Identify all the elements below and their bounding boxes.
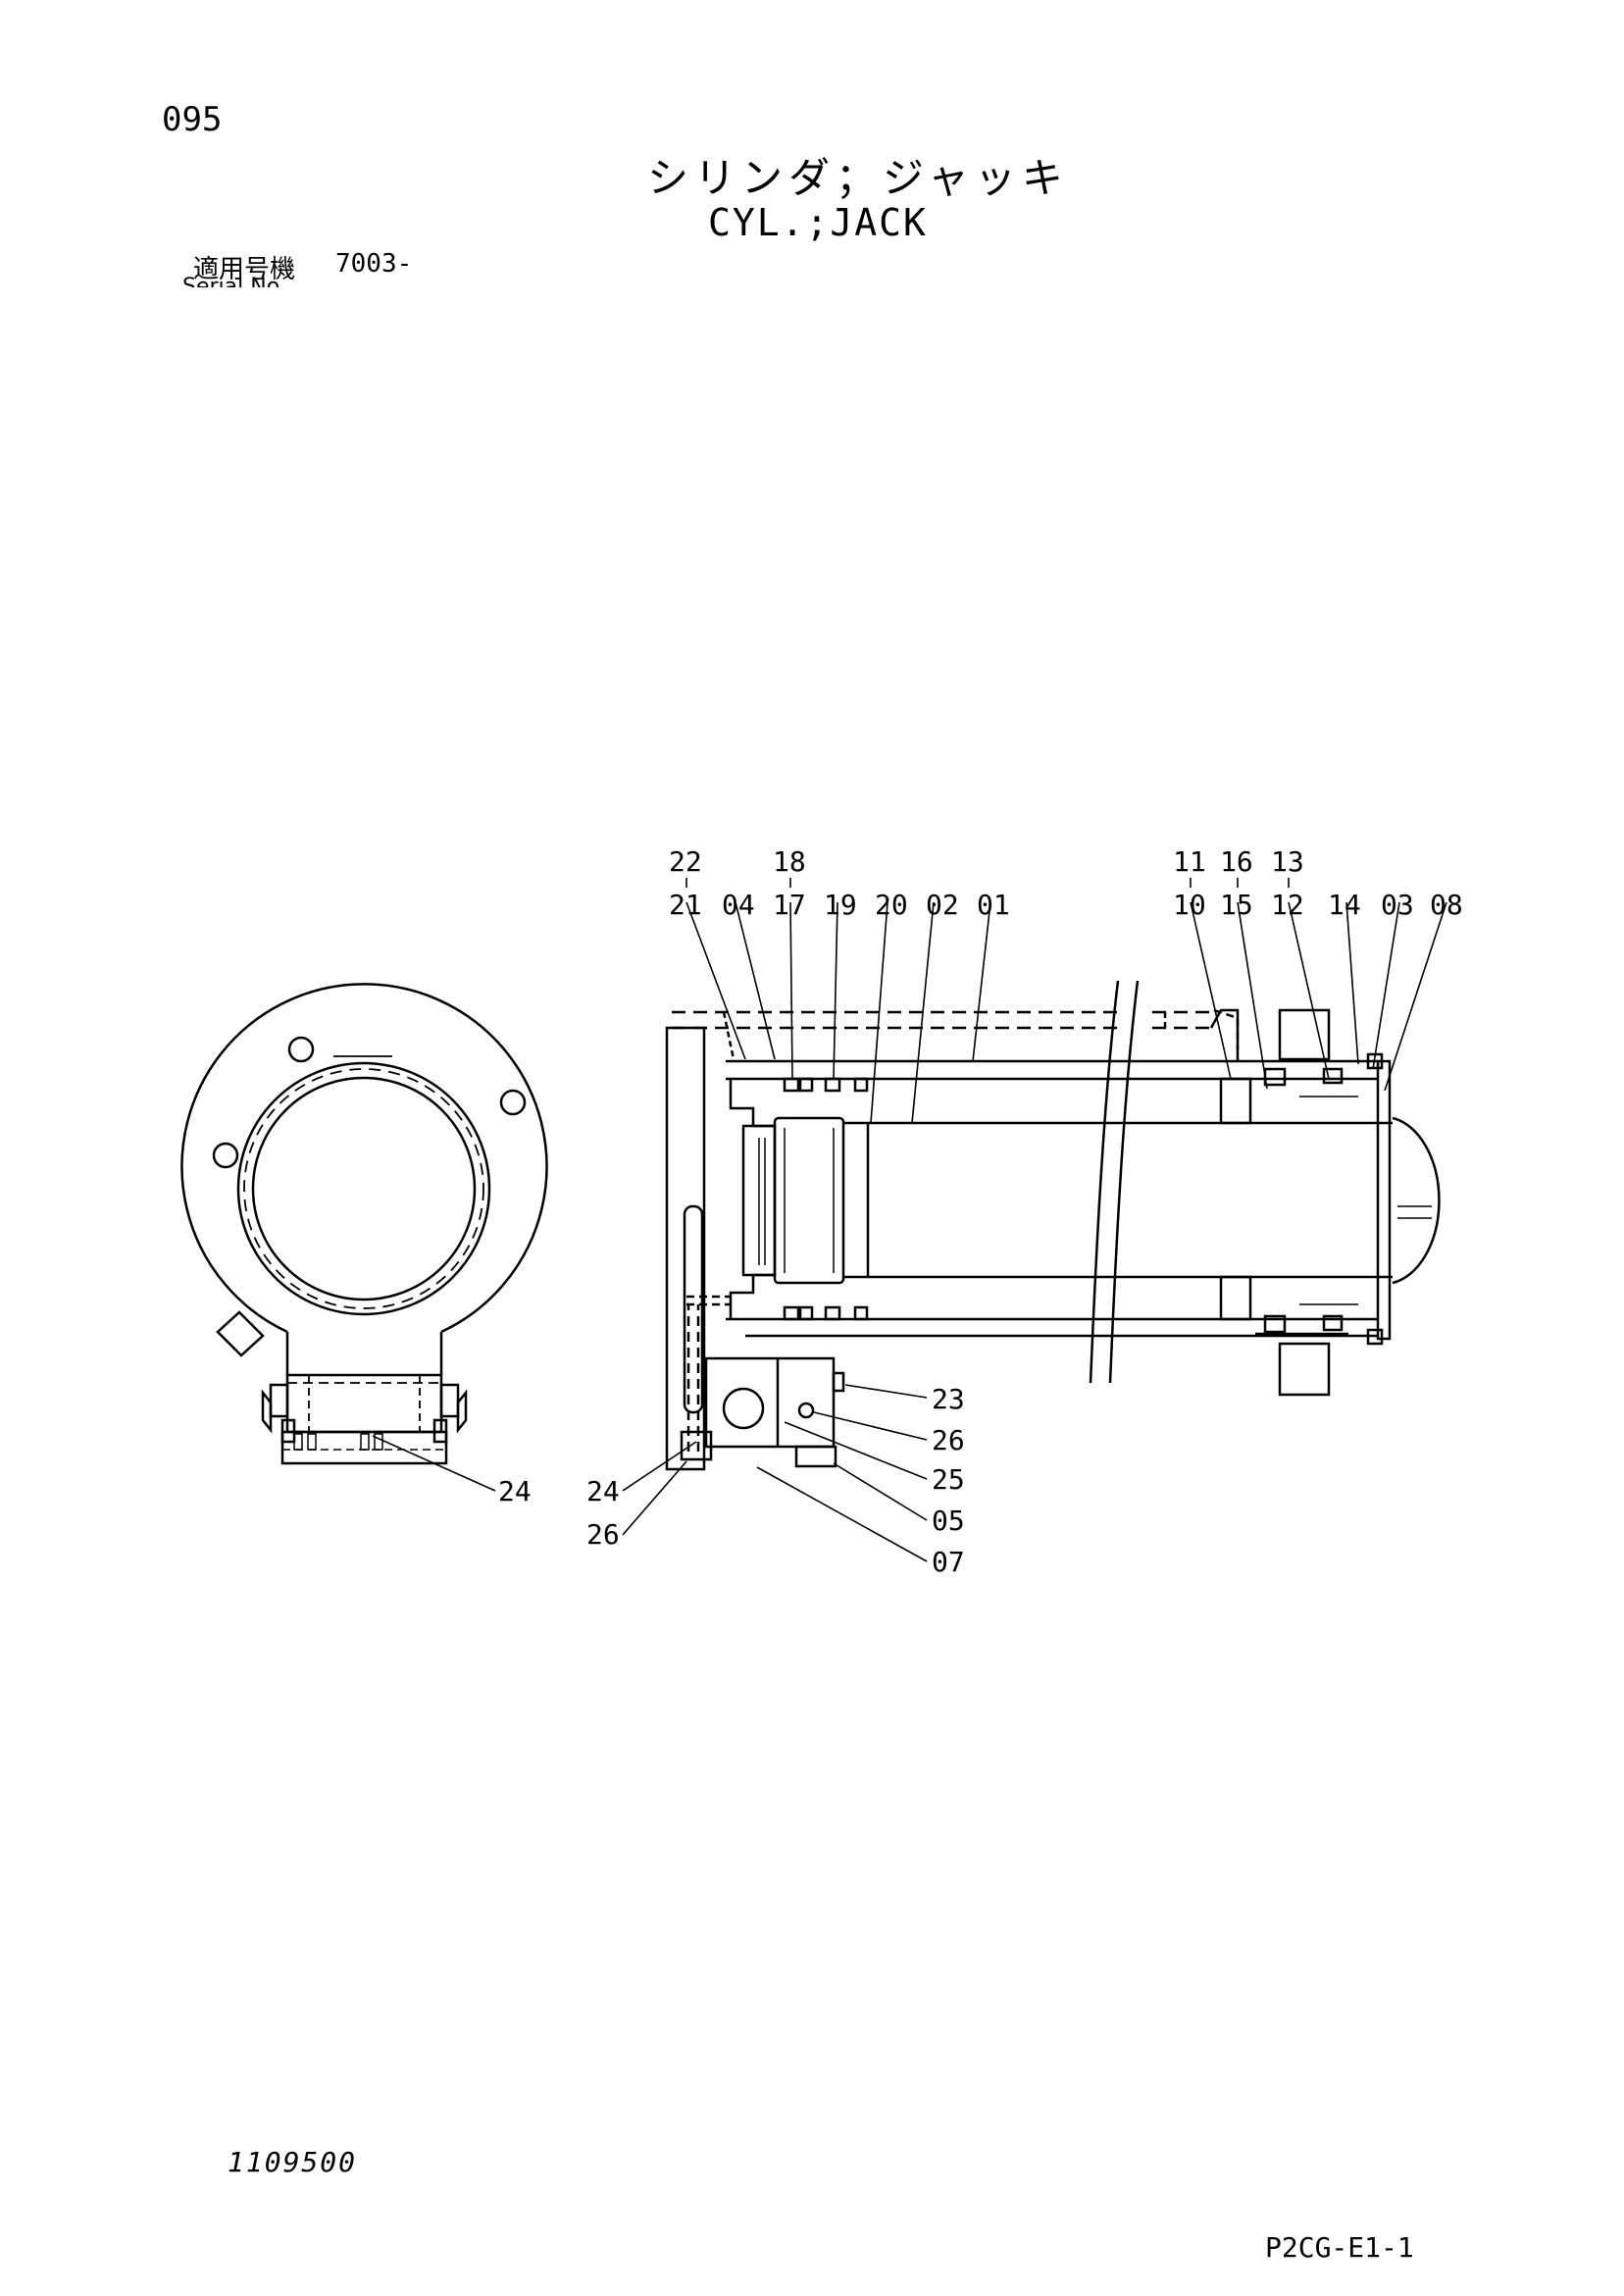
callout-labels: 22 18 11 16 13 21 04 17 19 20 02 01 10 1… bbox=[498, 845, 1463, 1578]
callout-07: 07 bbox=[932, 1546, 965, 1578]
title-english: CYL.;JACK bbox=[708, 201, 928, 244]
leader-lines bbox=[372, 878, 1447, 1562]
side-view bbox=[665, 980, 1441, 1471]
serial-label-en-clip: Serial No. bbox=[182, 277, 286, 287]
callout-04: 04 bbox=[722, 889, 755, 921]
callout-18: 18 bbox=[773, 845, 806, 878]
callout-02: 02 bbox=[926, 889, 959, 921]
title-japanese: シリンダ；ジャッキ bbox=[647, 154, 1069, 202]
callout-13: 13 bbox=[1271, 845, 1304, 878]
callout-01: 01 bbox=[977, 889, 1010, 921]
page-code: 095 bbox=[162, 100, 223, 139]
serial-value: 7003- bbox=[335, 249, 413, 279]
callout-21: 21 bbox=[669, 889, 702, 921]
callout-17: 17 bbox=[773, 889, 806, 921]
callout-23: 23 bbox=[932, 1383, 965, 1415]
callout-22: 22 bbox=[669, 845, 702, 878]
serial-label-en: Serial No. bbox=[182, 277, 286, 287]
callout-15: 15 bbox=[1220, 889, 1253, 921]
callout-25: 25 bbox=[932, 1463, 965, 1496]
callout-20: 20 bbox=[875, 889, 908, 921]
callout-24-side: 24 bbox=[586, 1475, 620, 1507]
callout-24-end: 24 bbox=[498, 1475, 532, 1507]
callout-26-left: 26 bbox=[586, 1518, 620, 1551]
end-view bbox=[180, 983, 548, 1465]
callout-10: 10 bbox=[1173, 889, 1206, 921]
document-number: 1109500 bbox=[228, 2146, 358, 2178]
callout-08: 08 bbox=[1430, 889, 1463, 921]
callout-26-right: 26 bbox=[932, 1424, 965, 1456]
callout-05: 05 bbox=[932, 1505, 965, 1537]
callout-14: 14 bbox=[1328, 889, 1361, 921]
callout-19: 19 bbox=[824, 889, 857, 921]
page-reference: P2CG-E1-1 bbox=[1265, 2231, 1414, 2264]
callout-12: 12 bbox=[1271, 889, 1304, 921]
callout-03: 03 bbox=[1381, 889, 1414, 921]
serial-label: 適用号機 bbox=[193, 255, 296, 284]
callout-16: 16 bbox=[1220, 845, 1253, 878]
callout-11: 11 bbox=[1173, 845, 1206, 878]
